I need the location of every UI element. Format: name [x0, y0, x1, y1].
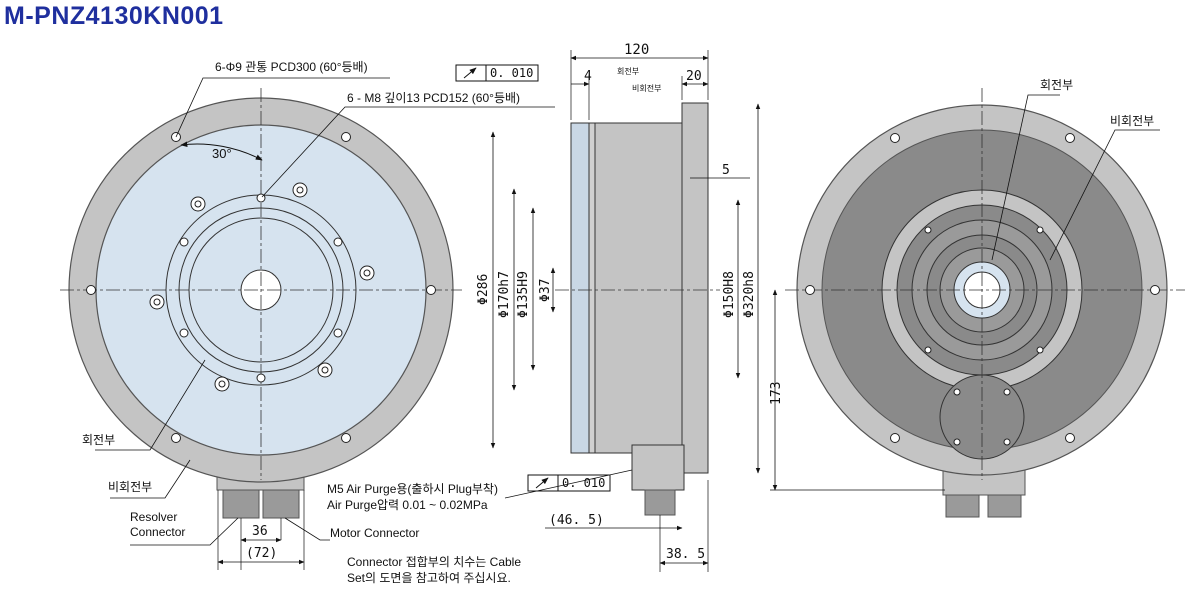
through-holes — [86, 132, 436, 443]
resolver-label-1: Resolver — [130, 510, 177, 524]
rear-view: 회전부 비회전부 173 — [769, 78, 1185, 518]
side-stationary-label: 비회전부 — [632, 83, 661, 93]
dim-38-5: 38. 5 — [666, 547, 705, 562]
side-rotor-plate — [570, 122, 590, 454]
rear-rotating-label: 회전부 — [1040, 78, 1073, 92]
dim-phi320: Φ320h8 — [742, 271, 757, 318]
dim-phi135: Φ135H9 — [516, 271, 531, 318]
dim-5: 5 — [722, 163, 730, 178]
front-view: 30° 6-Φ9 관통 PCD300 (60°등배) 6 - M8 깊이13 P… — [60, 60, 555, 570]
dim-phi286: Φ286 — [476, 274, 491, 305]
dim-phi37: Φ37 — [538, 279, 553, 302]
angle-label: 30° — [212, 146, 232, 161]
side-rotating-label: 회전부 — [617, 66, 639, 76]
dim-173: 173 — [769, 382, 784, 405]
resolver-label-2: Connector — [130, 525, 185, 539]
dim-phi170: Φ170h7 — [497, 271, 512, 318]
tapped-holes — [149, 182, 375, 392]
motor-connector-label: Motor Connector — [330, 526, 419, 540]
note-tapped-holes: 6 - M8 깊이13 PCD152 (60°등배) — [347, 91, 520, 105]
dim-46-5: (46. 5) — [549, 513, 604, 528]
dim-72: (72) — [246, 546, 277, 561]
dim-4: 4 — [584, 69, 592, 84]
air-purge-note-2: Air Purge압력 0.01 ~ 0.02MPa — [327, 498, 488, 512]
drawing-title: M-PNZ4130KN001 — [4, 2, 224, 30]
side-body — [594, 122, 683, 454]
dim-20: 20 — [686, 69, 702, 84]
side-view: 120 4 20 5 0. 010 0. 010 회전부 비회전부 Φ286 Φ… — [327, 42, 761, 585]
side-flange — [681, 102, 709, 474]
tolerance-top: 0. 010 — [490, 66, 533, 80]
dim-120: 120 — [624, 42, 649, 58]
tolerance-bottom: 0. 010 — [562, 476, 605, 490]
rear-stationary-label: 비회전부 — [1110, 114, 1154, 128]
dim-phi150: Φ150H8 — [722, 271, 737, 318]
cable-note-2: Set의 도면을 참고하여 주십시요. — [347, 571, 511, 585]
note-through-holes: 6-Φ9 관통 PCD300 (60°등배) — [215, 60, 368, 74]
cable-note-1: Connector 접합부의 치수는 Cable — [347, 555, 521, 569]
front-stationary-label: 비회전부 — [108, 480, 152, 494]
front-rotating-label: 회전부 — [82, 433, 115, 447]
air-purge-note-1: M5 Air Purge용(출하시 Plug부착) — [327, 482, 498, 496]
dim-36: 36 — [252, 524, 268, 539]
